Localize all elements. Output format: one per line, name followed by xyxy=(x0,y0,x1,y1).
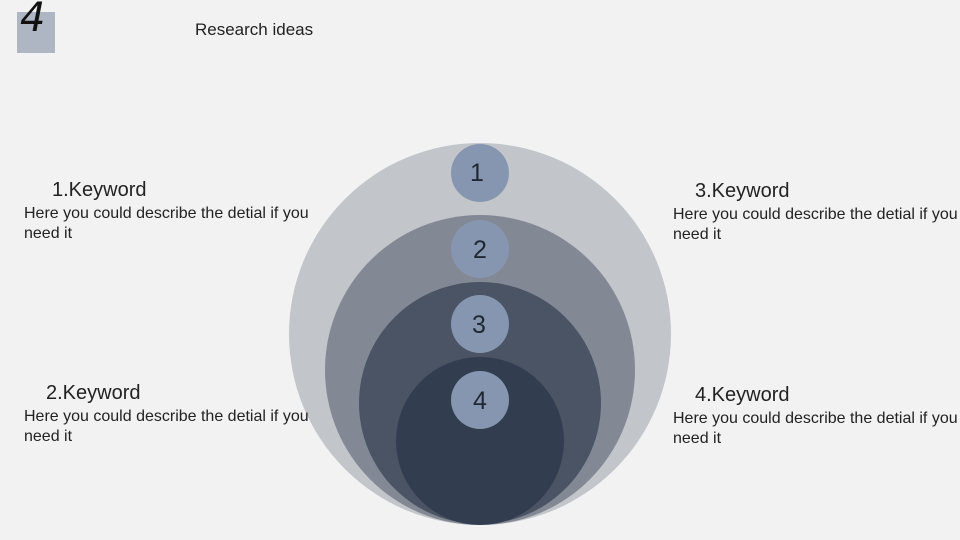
slide-title: Research ideas xyxy=(195,20,314,39)
ring-label-4: 4 xyxy=(473,387,487,415)
section-number: 4 xyxy=(20,0,46,41)
ring-marker-3 xyxy=(451,295,509,353)
section-badge xyxy=(17,12,55,53)
ring-marker-1 xyxy=(451,144,509,202)
ring-label-3: 3 xyxy=(472,311,486,339)
keyword-block-3: 3.Keyword Here you could describe the de… xyxy=(673,179,958,245)
keyword-block-1: 1.Keyword Here you could describe the de… xyxy=(24,178,314,244)
keyword-description: Here you could describe the detial if yo… xyxy=(673,206,958,243)
ring-marker-2 xyxy=(451,220,509,278)
keyword-block-4: 4.Keyword Here you could describe the de… xyxy=(673,383,958,449)
keyword-description: Here you could describe the detial if yo… xyxy=(24,205,309,242)
ring-4 xyxy=(396,357,564,525)
ring-label-2: 2 xyxy=(473,236,487,264)
keyword-description: Here you could describe the detial if yo… xyxy=(24,408,309,445)
keyword-block-2: 2.Keyword Here you could describe the de… xyxy=(24,381,314,447)
keyword-description: Here you could describe the detial if yo… xyxy=(673,410,958,447)
ring-marker-4 xyxy=(451,371,509,429)
keyword-title: 3.Keyword xyxy=(695,180,790,202)
keyword-title: 1.Keyword xyxy=(52,179,147,201)
ring-label-1: 1 xyxy=(470,159,484,187)
keyword-title: 2.Keyword xyxy=(46,382,141,404)
keyword-title: 4.Keyword xyxy=(695,384,790,406)
